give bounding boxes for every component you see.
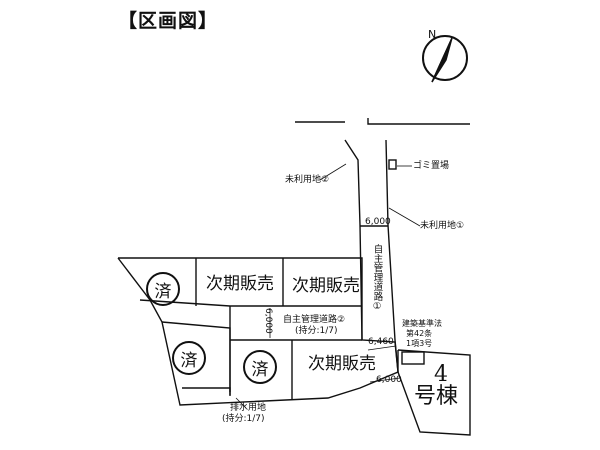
unit4-outline [397, 349, 471, 436]
land-use-2-label: 未利用地② [285, 175, 330, 185]
garbage-label: ゴミ置場 [413, 161, 450, 171]
building-std-line3: 1項3号 [406, 339, 433, 348]
land-use-1-label: 未利用地① [420, 221, 465, 231]
north-arrow-icon [422, 35, 468, 83]
next-sale-lot-b: 次期販売 [292, 276, 360, 296]
top-road-edge-right [367, 118, 470, 125]
drainage-label: 排水用地 [230, 403, 267, 413]
road-width-dim-2: 6,000 [263, 308, 273, 334]
private-road-2-label: 自主管理道路② [283, 315, 346, 325]
garbage-area [388, 159, 397, 170]
unit4-number: 4 [434, 362, 448, 387]
north-label: N [428, 28, 437, 41]
building-std-line2: 第42条 [406, 329, 433, 338]
next-sale-lot-a: 次期販売 [206, 274, 274, 294]
building-std-line1: 建築基準法 [402, 319, 442, 328]
private-road-1-label: 自主管理道路① [371, 244, 383, 312]
road-width-dim-1: 6,000 [365, 217, 391, 227]
sold-mark-lot3: 済 [243, 350, 277, 384]
site-boundary [117, 257, 399, 406]
sold-mark-lot1: 済 [146, 272, 180, 306]
road-width-dim-4: 6,000 [376, 375, 402, 385]
road-width-dim-3: 6,460 [368, 337, 394, 347]
unit4-suffix: 号棟 [414, 384, 459, 409]
drainage-share: (持分:1/7) [222, 414, 265, 424]
sold-mark-lot2: 済 [172, 341, 206, 375]
map-title: 【区画図】 [118, 10, 219, 32]
next-sale-lot-c: 次期販売 [308, 354, 376, 374]
access-road-left-edge [344, 139, 363, 341]
private-road-2-share: (持分:1/7) [295, 326, 338, 336]
